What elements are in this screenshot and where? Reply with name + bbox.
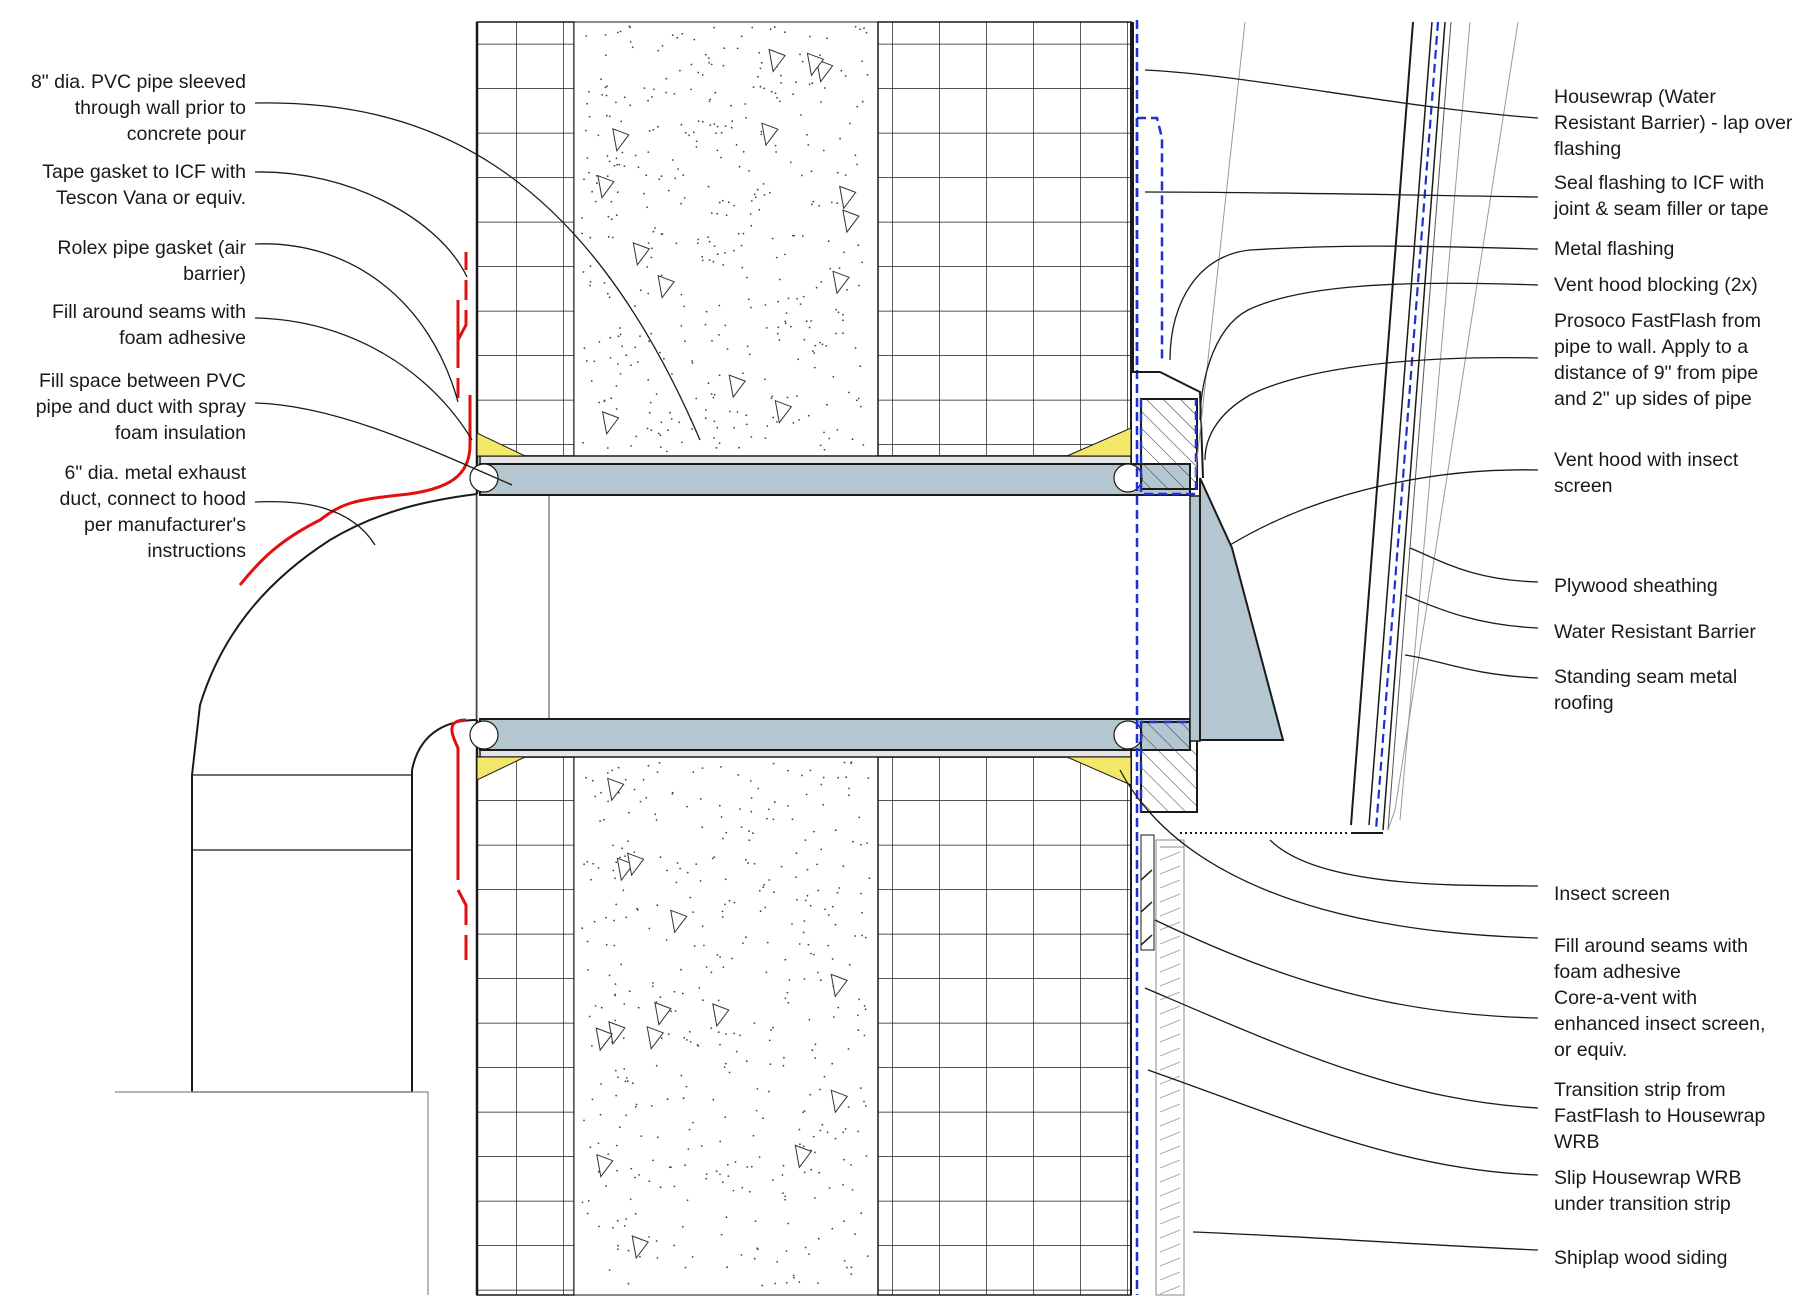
label-transition-strip-line: Transition strip from	[1554, 1079, 1726, 1101]
label-metal-flashing-line: Metal flashing	[1554, 238, 1674, 260]
exterior-assembly	[1132, 20, 1350, 1296]
vent-blocking-bottom	[1140, 721, 1198, 813]
label-pvc-sleeve: 8" dia. PVC pipe sleeved through wall pri…	[31, 71, 247, 145]
label-slip-housewrap-line: under transition strip	[1554, 1193, 1731, 1215]
exterior-foam-lower	[877, 756, 1132, 1296]
label-foam-adhesive-top-line: foam adhesive	[119, 327, 246, 349]
label-pvc-sleeve-line: 8" dia. PVC pipe sleeved	[31, 71, 246, 93]
label-spray-foam-line: foam insulation	[115, 422, 246, 444]
duct-top	[479, 463, 1191, 496]
vent-hood	[1199, 477, 1285, 741]
label-rolex-gasket-line: barrier)	[183, 263, 246, 285]
foam-adhesive	[476, 427, 1132, 786]
label-siding: Shiplap wood siding	[1554, 1247, 1727, 1269]
concrete-core-lower	[573, 756, 879, 1296]
label-seal-flashing: Seal flashing to ICF with joint & seam fi…	[1553, 172, 1769, 220]
label-fastflash-line: distance of 9" from pipe	[1554, 362, 1758, 384]
concrete-core-upper	[573, 21, 879, 457]
label-spray-foam-line: Fill space between PVC	[39, 370, 246, 392]
label-plywood: Plywood sheathing	[1554, 575, 1718, 597]
label-wrb: Water Resistant Barrier	[1554, 621, 1756, 643]
vent-blocking-top	[1140, 398, 1198, 490]
label-fastflash: Prosoco FastFlash from pipe to wall. Appl…	[1554, 310, 1761, 410]
icf-wall	[475, 21, 1132, 1296]
label-spray-foam-line: pipe and duct with spray	[36, 396, 247, 418]
label-foam-adhesive-top-line: Fill around seams with	[52, 301, 246, 323]
leader-lines	[254, 69, 1539, 1251]
label-foam-adhesive-top: Fill around seams with foam adhesive	[52, 301, 246, 349]
label-exhaust-duct-line: duct, connect to hood	[60, 488, 246, 510]
label-rolex-gasket-line: Rolex pipe gasket (air	[57, 237, 246, 259]
duct-bottom	[479, 718, 1191, 751]
pvc-sleeve-and-duct	[469, 455, 1197, 758]
label-spray-foam: Fill space between PVC pipe and duct with…	[36, 370, 247, 444]
label-seal-flashing-line: Seal flashing to ICF with	[1554, 172, 1764, 194]
label-housewrap-line: Housewrap (Water	[1554, 86, 1716, 108]
interior-duct-elbow	[115, 493, 478, 1295]
interior-foam-upper	[476, 21, 575, 457]
label-insect-screen: Insect screen	[1554, 883, 1670, 905]
label-roofing-line: roofing	[1554, 692, 1614, 714]
label-plywood-line: Plywood sheathing	[1554, 575, 1718, 597]
vent-hood-plate	[1189, 495, 1201, 742]
label-fastflash-line: Prosoco FastFlash from	[1554, 310, 1761, 332]
label-roofing: Standing seam metal roofing	[1554, 666, 1737, 714]
label-metal-flashing: Metal flashing	[1554, 238, 1674, 260]
tape-gasket	[238, 252, 472, 960]
label-pvc-sleeve-line: concrete pour	[127, 123, 247, 145]
label-exhaust-duct: 6" dia. metal exhaust duct, connect to ho…	[60, 462, 247, 562]
label-vent-hood: Vent hood with insect screen	[1554, 449, 1739, 497]
core-a-vent	[1140, 834, 1155, 951]
exterior-foam-upper	[877, 21, 1132, 457]
left-labels: 8" dia. PVC pipe sleeved through wall pri…	[31, 71, 247, 562]
label-core-a-vent: Core-a-vent with enhanced insect screen, o…	[1554, 987, 1765, 1061]
label-core-a-vent-line: or equiv.	[1554, 1039, 1627, 1061]
label-foam-adhesive-bottom: Fill around seams with foam adhesive	[1554, 935, 1748, 983]
label-fastflash-line: and 2" up sides of pipe	[1554, 388, 1752, 410]
label-foam-adhesive-bottom-line: foam adhesive	[1554, 961, 1681, 983]
label-pvc-sleeve-line: through wall prior to	[75, 97, 246, 119]
label-foam-adhesive-bottom-line: Fill around seams with	[1554, 935, 1748, 957]
rolex-gasket-bottom-left	[469, 720, 499, 750]
label-fastflash-line: pipe to wall. Apply to a	[1554, 336, 1748, 358]
label-transition-strip-line: FastFlash to Housewrap	[1554, 1105, 1765, 1127]
label-transition-strip-line: WRB	[1554, 1131, 1600, 1153]
label-vent-hood-line: screen	[1554, 475, 1613, 497]
label-tape-gasket-line: Tescon Vana or equiv.	[56, 187, 246, 209]
label-housewrap-line: Resistant Barrier) - lap over	[1554, 112, 1793, 134]
pvc-sleeve-top	[479, 455, 1132, 465]
label-vent-hood-line: Vent hood with insect	[1554, 449, 1739, 471]
roof-assembly	[1194, 21, 1519, 834]
rolex-gasket-top-left	[469, 463, 499, 493]
label-seal-flashing-line: joint & seam filler or tape	[1553, 198, 1769, 220]
interior-foam-lower	[476, 756, 575, 1296]
label-slip-housewrap: Slip Housewrap WRB under transition strip	[1554, 1167, 1741, 1215]
label-vent-blocking: Vent hood blocking (2x)	[1554, 274, 1758, 296]
label-core-a-vent-line: Core-a-vent with	[1554, 987, 1697, 1009]
label-siding-line: Shiplap wood siding	[1554, 1247, 1727, 1269]
label-slip-housewrap-line: Slip Housewrap WRB	[1554, 1167, 1741, 1189]
label-wrb-line: Water Resistant Barrier	[1554, 621, 1756, 643]
label-roofing-line: Standing seam metal	[1554, 666, 1737, 688]
label-core-a-vent-line: enhanced insect screen,	[1554, 1013, 1765, 1035]
concrete-aggregate	[581, 25, 871, 1287]
label-tape-gasket-line: Tape gasket to ICF with	[42, 161, 246, 183]
label-vent-blocking-line: Vent hood blocking (2x)	[1554, 274, 1758, 296]
label-exhaust-duct-line: 6" dia. metal exhaust	[65, 462, 247, 484]
label-rolex-gasket: Rolex pipe gasket (air barrier)	[57, 237, 246, 285]
label-housewrap-line: flashing	[1554, 138, 1621, 160]
label-exhaust-duct-line: per manufacturer's	[84, 514, 246, 536]
label-insect-screen-line: Insect screen	[1554, 883, 1670, 905]
label-exhaust-duct-line: instructions	[147, 540, 246, 562]
